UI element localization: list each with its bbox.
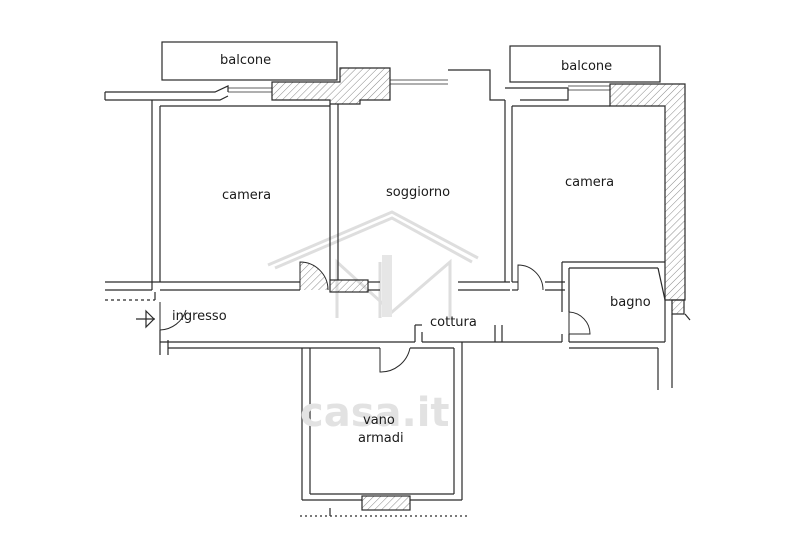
room-label-bagno: bagno	[610, 295, 651, 310]
hatched-walls	[271, 67, 686, 511]
room-label-soggiorno: soggiorno	[386, 185, 451, 200]
walls	[105, 100, 691, 517]
balcony-right-outline	[509, 45, 661, 83]
door-swings	[159, 261, 591, 373]
room-label-balcone-left: balcone	[220, 53, 272, 68]
room-label-balcone-right: balcone	[561, 59, 613, 74]
room-label-vano: vano	[363, 413, 395, 428]
balcony-left-outline	[161, 41, 338, 81]
room-label-armadi: armadi	[358, 431, 404, 446]
room-label-ingresso: ingresso	[172, 309, 227, 324]
room-label-camera-left: camera	[222, 188, 272, 203]
top-wall	[104, 69, 610, 101]
entrance-arrow-icon	[136, 309, 155, 329]
room-label-cottura: cottura	[430, 315, 477, 330]
watermark-text: casa.it	[300, 390, 450, 436]
room-label-camera-right: camera	[565, 175, 615, 190]
